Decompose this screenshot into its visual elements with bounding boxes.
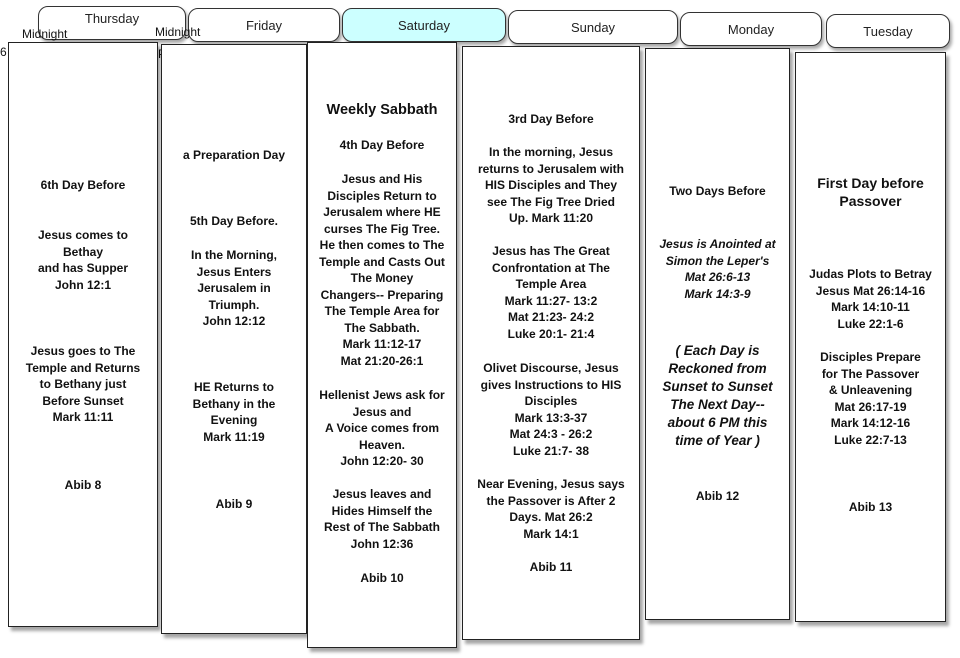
day-tab-label: Friday [245,17,283,33]
day-type: Weekly Sabbath [326,102,438,118]
abib-date: Abib 8 [64,478,102,492]
day-column-tuesday: First Day before Passover Judas Plots to… [795,52,946,622]
event-text: Jesus has The Great Confrontation at The… [492,244,610,341]
midnight-label: Midnight [155,25,201,39]
day-tab-label: Thursday [84,10,140,26]
event-text: Disciples Prepare for The Passover & Unl… [820,350,921,447]
event-text: Jesus comes to Bethay and has Supper Joh… [37,228,129,292]
abib-date: Abib 11 [529,560,573,574]
day-count: Two Days Before [669,184,766,198]
day-tab-sunday: Sunday [508,10,678,44]
day-tab-label: Saturday [397,17,451,33]
day-tab-monday: Monday [680,12,822,46]
midnight-label: Midnight [22,27,68,41]
abib-date: Abib 9 [215,497,253,511]
event-text: Jesus is Anointed at Simon the Leper's M… [659,237,776,301]
day-tab-saturday: Saturday [342,8,506,42]
day-tab-tuesday: Tuesday [826,14,950,48]
event-text: Hellenist Jews ask for Jesus and A Voice… [319,388,445,468]
abib-date: Abib 13 [848,500,893,514]
event-text: Near Evening, Jesus says the Passover is… [477,477,625,541]
day-tab-label: Sunday [570,19,616,35]
day-count: 4th Day Before [339,138,425,152]
event-text: Olivet Discourse, Jesus gives Instructio… [480,361,622,458]
day-tab-friday: Friday [188,8,340,42]
event-text: In the morning, Jesus returns to Jerusal… [477,145,625,225]
event-text: Judas Plots to Betray Jesus Mat 26:14-16… [809,267,932,331]
day-type: a Preparation Day [182,148,286,162]
day-tab-label: Monday [727,21,775,37]
event-text: Jesus goes to The Temple and Returns to … [25,344,141,424]
event-text: Jesus leaves and Hides Himself the Rest … [323,487,440,551]
day-count: 6th Day Before [40,178,126,192]
day-count: 3rd Day Before [508,112,594,126]
event-text: HE Returns to Bethany in the Evening Mar… [192,380,276,444]
day-tab-label: Tuesday [863,23,913,39]
abib-date: Abib 12 [695,489,740,503]
day-column-sunday: 3rd Day Before In the morning, Jesus ret… [462,46,640,640]
day-column-thursday: 6th Day Before Jesus comes to Bethay and… [8,42,158,627]
day-tab-thursday: Thursday [38,6,186,40]
abib-date: Abib 10 [360,571,404,585]
reckoning-note: ( Each Day is Reckoned from Sunset to Su… [662,343,773,448]
day-column-monday: Two Days Before Jesus is Anointed at Sim… [645,48,790,620]
day-count: First Day before Passover [817,175,924,209]
event-text: In the Morning, Jesus Enters Jerusalem i… [191,248,277,328]
event-text: Jesus and His Disciples Return to Jerusa… [319,172,445,368]
day-column-saturday: Weekly Sabbath 4th Day Before Jesus and … [307,42,457,648]
day-column-friday: a Preparation Day 5th Day Before. In the… [161,44,307,634]
day-count: 5th Day Before. [189,214,279,228]
